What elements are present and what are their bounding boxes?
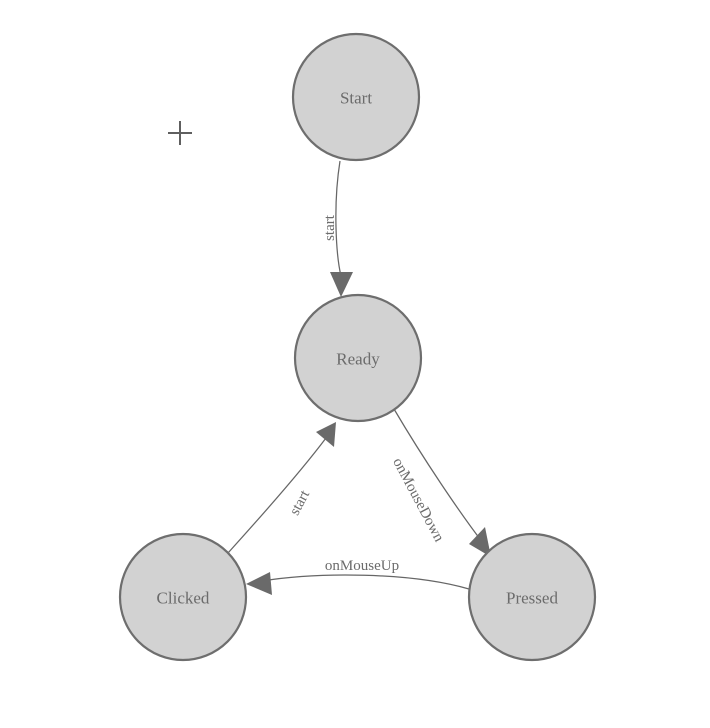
edge-clicked-to-ready-label: start bbox=[287, 487, 314, 518]
edge-clicked-to-ready-path bbox=[227, 437, 327, 554]
edge-pressed-to-clicked-label: onMouseUp bbox=[325, 558, 399, 574]
edge-start-to-ready-label: start bbox=[322, 214, 338, 241]
edge-ready-to-pressed-path bbox=[393, 408, 484, 544]
crosshair-icon bbox=[168, 121, 192, 145]
state-node-start-label: Start bbox=[340, 89, 372, 108]
edge-pressed-to-clicked-arrowhead bbox=[246, 572, 272, 595]
edge-clicked-to-ready-arrowhead bbox=[316, 422, 336, 447]
state-node-ready-label: Ready bbox=[336, 350, 380, 369]
state-node-ready[interactable]: Ready bbox=[293, 293, 423, 423]
state-node-start[interactable]: Start bbox=[291, 32, 421, 162]
edge-start-to-ready[interactable]: start bbox=[322, 160, 353, 297]
edge-pressed-to-clicked[interactable]: onMouseUp bbox=[246, 558, 470, 595]
state-node-pressed[interactable]: Pressed bbox=[467, 532, 597, 662]
state-node-clicked-label: Clicked bbox=[157, 589, 210, 608]
edge-ready-to-pressed[interactable]: onMouseDown bbox=[389, 408, 491, 557]
edge-start-to-ready-path bbox=[335, 160, 342, 277]
edge-clicked-to-ready[interactable]: start bbox=[227, 422, 336, 554]
state-node-clicked-circle bbox=[118, 532, 248, 662]
edge-ready-to-pressed-label: onMouseDown bbox=[389, 455, 447, 545]
state-node-pressed-circle bbox=[467, 532, 597, 662]
state-node-ready-circle bbox=[293, 293, 423, 423]
edge-ready-to-pressed-arrowhead bbox=[469, 527, 491, 557]
edge-pressed-to-clicked-path bbox=[261, 574, 470, 590]
edge-start-to-ready-arrowhead bbox=[330, 272, 353, 297]
state-node-pressed-label: Pressed bbox=[506, 589, 558, 608]
state-node-clicked[interactable]: Clicked bbox=[118, 532, 248, 662]
state-node-start-circle bbox=[291, 32, 421, 162]
